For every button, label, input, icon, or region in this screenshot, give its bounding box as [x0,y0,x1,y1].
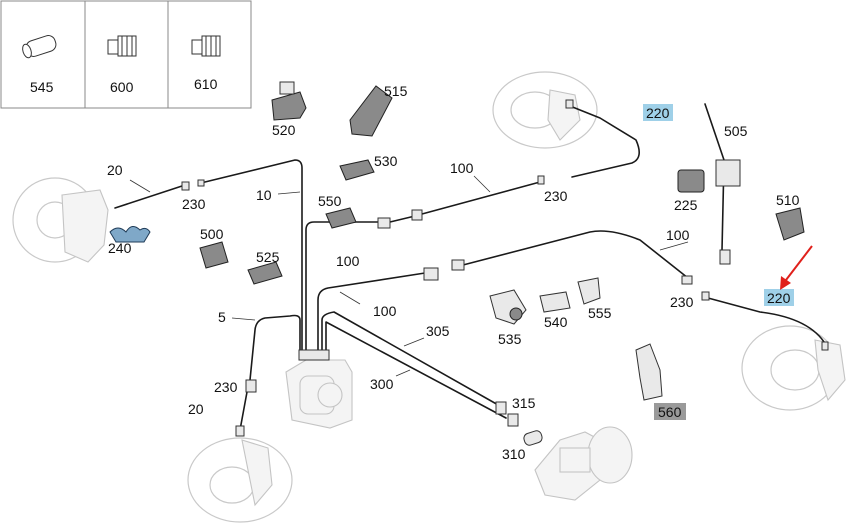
callout-305[interactable]: 305 [426,323,450,339]
leader-lines [129,175,689,377]
callout-100-a[interactable]: 100 [336,253,360,269]
callout-560[interactable]: 560 [658,404,682,420]
bracket-505-icon[interactable] [704,103,741,265]
abs-hydraulic-unit [285,359,353,429]
clip-530-icon[interactable] [339,159,375,181]
brake-disc-rear-right [741,325,846,411]
callout-520[interactable]: 520 [272,122,296,138]
clips-brackets [109,81,805,447]
clip-540-icon[interactable] [539,291,571,313]
pointer-arrow [780,245,813,290]
clip-225-icon[interactable] [677,169,705,193]
connector-310-icon[interactable] [523,430,544,447]
callout-220-top[interactable]: 220 [646,105,670,121]
clip-240-icon[interactable] [109,226,151,243]
callout-230-right[interactable]: 230 [670,294,694,310]
clip-555-icon[interactable] [577,277,601,305]
brake-disc-front-left [12,177,109,263]
fitting-610-icon[interactable] [191,35,221,57]
callout-5[interactable]: 5 [218,309,226,325]
clip-520-icon[interactable] [271,81,307,121]
inset-label-610[interactable]: 610 [194,76,218,92]
callout-100-b[interactable]: 100 [450,160,474,176]
callout-500[interactable]: 500 [200,226,224,242]
callout-10[interactable]: 10 [256,187,272,203]
callout-535[interactable]: 535 [498,331,522,347]
callout-20-bottom[interactable]: 20 [188,401,204,417]
callout-230-top-mid[interactable]: 230 [544,188,568,204]
callout-labels: 20 230 10 240 520 515 530 550 500 525 10… [107,83,800,462]
clip-510-icon[interactable] [775,207,805,241]
inset-label-600[interactable]: 600 [110,79,134,95]
clip-525-icon[interactable] [247,261,283,285]
brake-disc-rear-left [187,437,293,523]
callout-540[interactable]: 540 [544,314,568,330]
callout-515[interactable]: 515 [384,83,408,99]
highlight-220-right [764,289,794,306]
fitting-600-icon[interactable] [107,35,137,57]
callout-220-right[interactable]: 220 [767,290,791,306]
highlight-560 [654,403,686,420]
callout-300[interactable]: 300 [370,376,394,392]
callout-240[interactable]: 240 [108,240,132,256]
callout-525[interactable]: 525 [256,249,280,265]
callout-20-top[interactable]: 20 [107,162,123,178]
brake-pipes [114,105,827,431]
callout-230-top-left[interactable]: 230 [182,196,206,212]
callout-550[interactable]: 550 [318,193,342,209]
callout-530[interactable]: 530 [374,153,398,169]
callout-555[interactable]: 555 [588,305,612,321]
callout-510[interactable]: 510 [776,192,800,208]
inset-label-545[interactable]: 545 [30,79,54,95]
highlight-220-top [643,104,673,121]
callout-100-c[interactable]: 100 [373,303,397,319]
clip-550-icon[interactable] [325,207,357,229]
callout-310[interactable]: 310 [502,446,526,462]
callout-505[interactable]: 505 [724,123,748,139]
callout-100-d[interactable]: 100 [666,227,690,243]
callout-315[interactable]: 315 [512,395,536,411]
parts-inset: 545 600 610 [0,0,252,109]
bracket-560-icon[interactable] [635,343,663,401]
callout-230-bottom[interactable]: 230 [214,379,238,395]
callout-225[interactable]: 225 [674,197,698,213]
brake-master-cylinder [534,426,633,501]
pipe-fittings [181,99,829,437]
bracket-515-icon[interactable] [349,85,393,137]
sleeve-545-icon[interactable] [21,34,58,59]
clip-500-icon[interactable] [199,241,229,269]
clip-535-icon[interactable] [489,289,527,325]
